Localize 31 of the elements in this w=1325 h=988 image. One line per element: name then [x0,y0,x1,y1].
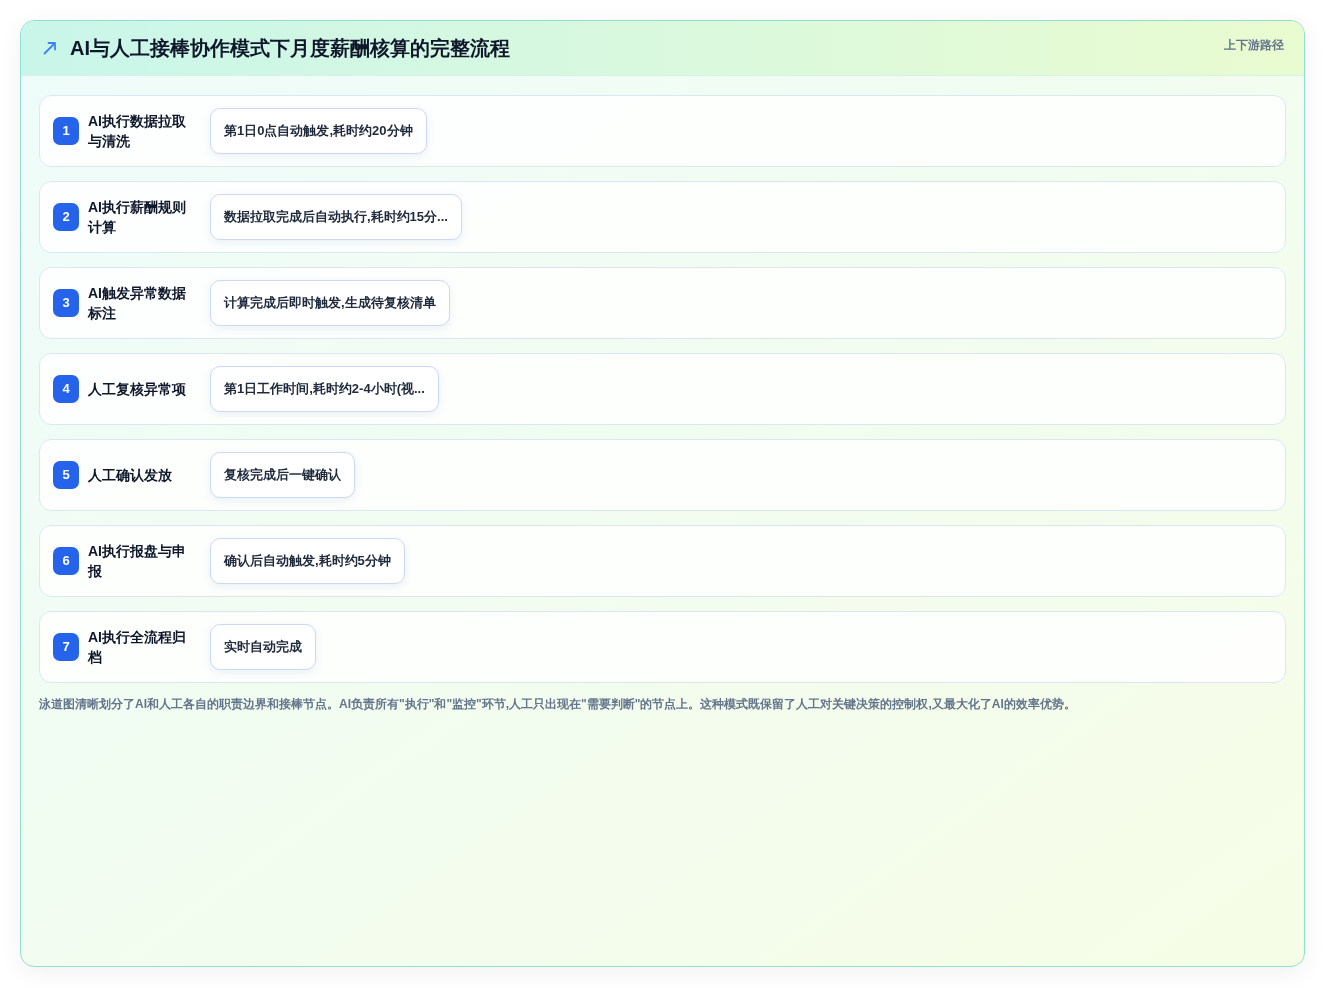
step-number: 3 [53,289,79,317]
step-row [39,267,1286,339]
step-row [39,611,1286,683]
step-name: AI执行薪酬规则计算 [88,198,187,237]
step-name: 人工确认发放 [88,466,173,485]
step-row [39,525,1286,597]
step-number: 1 [53,117,79,145]
step-row [39,95,1286,167]
step-number: 4 [53,375,79,403]
caption-note: 泳道图清晰划分了AI和人工各自的职责边界和接棒节点。AI负责所有"执行"和"监控"环节,人工只出现在"需要判断"的节点上。这种模式既保留了人工对关键决策的控制权,又最大化了AI的效率优势。 [39,696,1077,713]
header-note: 上下游路径 [1224,37,1284,54]
step-number: 7 [53,633,79,661]
step-name: 人工复核异常项 [88,380,187,399]
step-number: 6 [53,547,79,575]
step-row [39,181,1286,253]
timing-note: 复核完成后一键确认 [210,452,355,498]
timing-note: 第1日0点自动触发,耗时约20分钟 [210,108,427,154]
timing-note: 数据拉取完成后自动执行,耗时约15分... [210,194,462,240]
timing-note: 计算完成后即时触发,生成待复核清单 [210,280,450,326]
step-name: AI执行数据拉取与清洗 [88,112,187,151]
timing-note: 确认后自动触发,耗时约5分钟 [210,538,405,584]
step-row [39,439,1286,511]
step-name: AI执行全流程归档 [88,628,187,667]
step-row [39,353,1286,425]
step-number: 2 [53,203,79,231]
timing-note: 实时自动完成 [210,624,316,670]
step-number: 5 [53,461,79,489]
timing-note: 第1日工作时间,耗时约2-4小时(视... [210,366,439,412]
title: AI与人工接棒协作模式下月度薪酬核算的完整流程 [70,36,510,61]
step-name: AI触发异常数据标注 [88,284,187,323]
step-name: AI执行报盘与申报 [88,542,187,581]
